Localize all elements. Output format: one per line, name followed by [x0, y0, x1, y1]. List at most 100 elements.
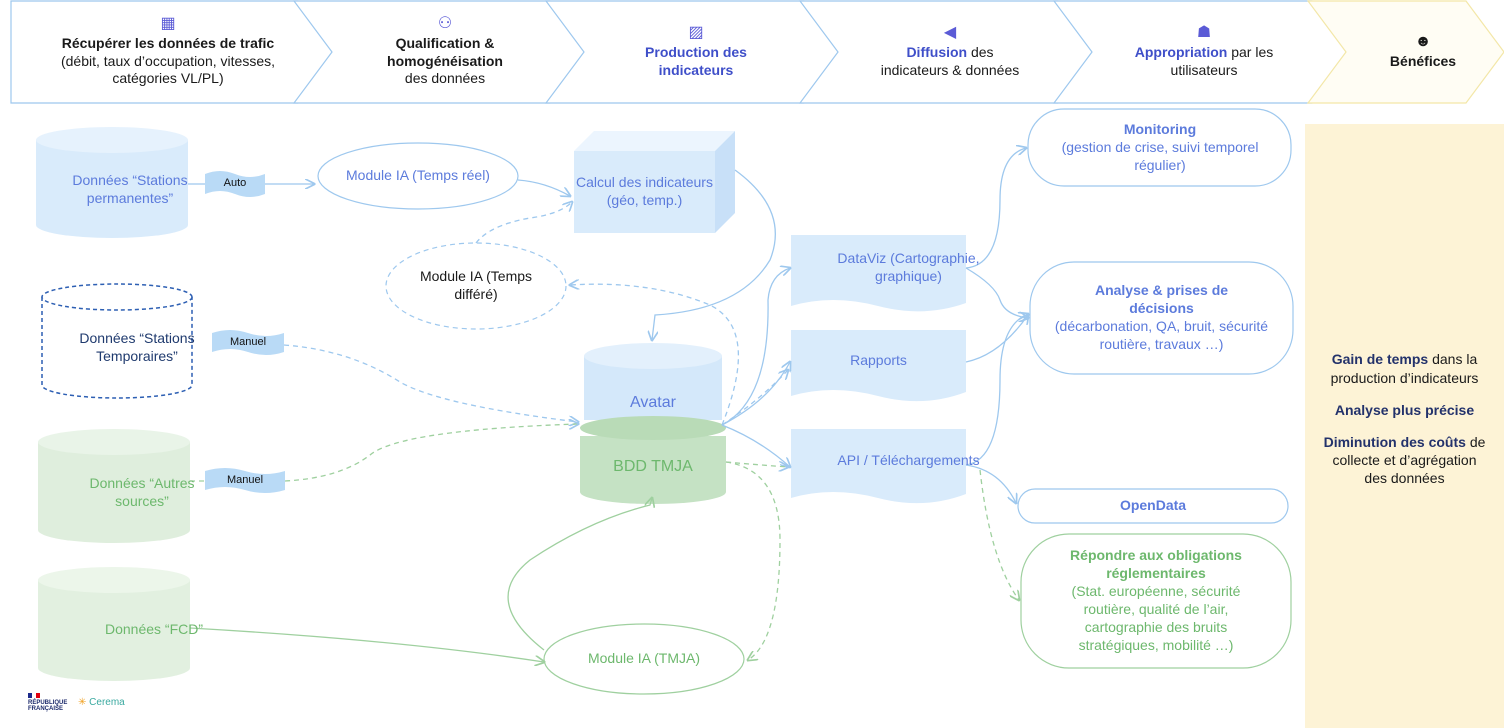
output-api-label: API / Téléchargements [837, 452, 980, 469]
megaphone-icon: ◀ [943, 23, 957, 41]
step-5-rest: par les utilisateurs [1170, 43, 1274, 78]
link-manuel1-avatar [283, 344, 578, 422]
calc-cube [574, 131, 735, 233]
benefit-cost-rest: de collecte et d’agrégation des données [1332, 434, 1486, 487]
step-1-rest: (débit, taux d’occupation, vitesses, cat… [60, 52, 275, 87]
step-2-rest: des données [404, 70, 486, 87]
benefit-time: Gain de temps dans la production d’indic… [1322, 350, 1487, 386]
link-manuel2-avatar [284, 424, 578, 482]
module-realtime-label: Module IA (Temps réel) [346, 167, 490, 184]
link-api-opendata [965, 464, 1016, 503]
benefits-panel: Gain de temps dans la production d’indic… [1305, 124, 1504, 728]
use-obligations: Répondre aux obligations réglementaires … [1036, 538, 1276, 664]
step-4-rest: des indicateurs & données [880, 43, 1020, 78]
output-rapports-label: Rapports [850, 352, 907, 369]
source-temporary-label: Données “Stations Temporaires” [79, 330, 195, 364]
chart-icon: ▨ [688, 23, 704, 41]
link-fcd-moduletmja [189, 627, 544, 662]
link-moduletmja-tmja [507, 498, 652, 651]
step-2-title: Qualification & homogénéisation [387, 34, 503, 69]
flag-auto-shape [205, 171, 265, 197]
header-step-1: ▦ Récupérer les données de trafic (débit… [18, 0, 318, 104]
link-avatar-api [721, 424, 790, 467]
cylinder-other [38, 429, 190, 543]
use-analyse: Analyse & prises de décisions (décarbona… [1045, 264, 1278, 372]
link-tmja-api [725, 462, 788, 467]
use-analyse-detail: (décarbonation, QA, bruit, sécurité rout… [1054, 318, 1269, 352]
step-6-title: Bénéfices [1389, 52, 1457, 69]
header-step-6: ☻ Bénéfices [1358, 0, 1488, 104]
benefit-analysis-bold: Analyse plus précise [1334, 401, 1475, 418]
db-tmja-shape [580, 416, 726, 504]
header-chevrons [10, 0, 1504, 104]
step-4-title: Diffusion [906, 43, 968, 60]
link-avatar-deferred [570, 284, 739, 426]
source-permanent-label: Données “Stations permanentes” [72, 172, 188, 206]
header-step-4: ◀ Diffusion des indicateurs & données [850, 0, 1050, 104]
use-opendata-title: OpenData [1119, 497, 1187, 514]
link-api-oblig [979, 469, 1019, 600]
use-monitoring: Monitoring (gestion de crise, suivi temp… [1040, 112, 1280, 184]
chevron-step-6 [1306, 0, 1504, 104]
flag-manuel1-shape [212, 330, 284, 355]
db-avatar-shape [584, 343, 722, 420]
module-realtime-shape [317, 142, 519, 210]
calc-label: Calcul des indicateurs (géo, temp.) [576, 174, 713, 208]
benefit-cost-bold: Diminution des coûts [1323, 434, 1466, 450]
use-monitoring-title: Monitoring [1123, 121, 1197, 138]
link-calc-avatar [652, 169, 776, 340]
doc-rapports [791, 330, 966, 402]
link-api-analyse [965, 314, 1028, 466]
box-opendata [1017, 488, 1289, 524]
robot-icon: ⚇ [437, 14, 453, 32]
doc-dataviz [791, 235, 966, 312]
output-dataviz-label: DataViz (Cartographie, graphique) [837, 250, 980, 284]
link-dataviz-monitoring [965, 148, 1026, 269]
link-tmja-moduletmja [725, 461, 781, 660]
cerema-text: Cerema [89, 697, 125, 708]
flag-auto: Auto [223, 177, 247, 189]
link-module-calc [517, 179, 570, 196]
use-monitoring-detail: (gestion de crise, suivi temporel réguli… [1061, 139, 1259, 173]
module-deferred-label: Module IA (Temps différé) [419, 268, 533, 302]
step-3-title: Production des indicateurs [645, 43, 747, 78]
use-analyse-title: Analyse & prises de décisions [1094, 282, 1229, 317]
cylinder-temporary [41, 283, 193, 399]
flag-manuel-other: Manuel [226, 474, 264, 486]
cerema-logo: ✳ Cerema [78, 697, 125, 708]
cylinder-permanent [36, 127, 188, 238]
box-obligations [1020, 533, 1292, 669]
smiley-icon: ☻ [1414, 32, 1432, 50]
doc-api [791, 429, 966, 504]
map-icon: ▦ [160, 14, 176, 32]
republique-logo: RÉPUBLIQUE FRANÇAISE [28, 693, 68, 712]
link-rapports-analyse [965, 315, 1028, 363]
flag-icon [28, 693, 40, 698]
header-step-5: ☗ Appropriation par les utilisateurs [1104, 0, 1304, 104]
module-tmja-label: Module IA (TMJA) [587, 650, 701, 667]
benefit-analysis: Analyse plus précise [1335, 401, 1474, 419]
benefit-cost: Diminution des coûts de collecte et d’ag… [1320, 433, 1490, 488]
source-other-label: Données “Autres sources” [89, 475, 195, 509]
link-dataviz-analyse [965, 267, 1028, 318]
db-tmja-label: BDD TMJA [613, 457, 693, 475]
benefit-time-bold: Gain de temps [1331, 351, 1429, 368]
db-avatar-label: Avatar [630, 393, 676, 411]
gift-icon: ☗ [1196, 23, 1212, 41]
header-step-3: ▨ Production des indicateurs [596, 0, 796, 104]
cerema-mark-icon: ✳ [78, 697, 87, 708]
link-deferred-calc [475, 202, 572, 244]
module-deferred-shape [385, 242, 567, 330]
use-opendata: OpenData [1018, 489, 1288, 523]
step-1-title: Récupérer les données de trafic [61, 34, 275, 51]
link-avatar-dataviz [721, 268, 790, 426]
header-step-2: ⚇ Qualification & homogénéisation des do… [345, 0, 545, 104]
benefit-time-rest: dans la production d’indicateurs [1330, 351, 1479, 386]
republique-text: RÉPUBLIQUE FRANÇAISE [28, 700, 68, 712]
flag-manuel2-shape [205, 468, 285, 493]
use-obligations-title: Répondre aux obligations réglementaires [1070, 547, 1242, 582]
use-obligations-detail: (Stat. européenne, sécurité routière, qu… [1071, 583, 1241, 653]
cylinder-fcd [38, 567, 190, 681]
step-5-title: Appropriation [1134, 43, 1228, 60]
